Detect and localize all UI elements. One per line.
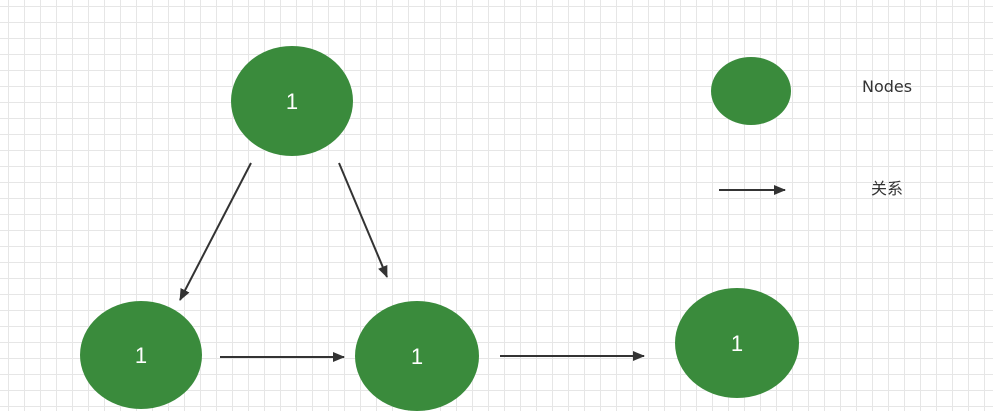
legend-edge-label: 关系 bbox=[871, 179, 903, 198]
node-n1: 1 bbox=[231, 46, 353, 156]
node-label: 1 bbox=[731, 331, 743, 356]
node-circle bbox=[80, 301, 202, 409]
node-n4: 1 bbox=[675, 288, 799, 398]
node-n3: 1 bbox=[355, 301, 479, 411]
node-label: 1 bbox=[411, 344, 423, 369]
node-circle bbox=[231, 46, 353, 156]
edge-n1-n3 bbox=[338, 162, 388, 278]
node-label: 1 bbox=[135, 343, 147, 368]
node-circle bbox=[355, 301, 479, 411]
legend-node-swatch bbox=[711, 57, 791, 125]
edge-n1-n2 bbox=[179, 162, 252, 301]
node-n2: 1 bbox=[80, 301, 202, 409]
node-label: 1 bbox=[286, 89, 298, 114]
node-circle bbox=[675, 288, 799, 398]
legend: Nodes 关系 bbox=[711, 57, 912, 198]
legend-node-label: Nodes bbox=[862, 77, 912, 96]
